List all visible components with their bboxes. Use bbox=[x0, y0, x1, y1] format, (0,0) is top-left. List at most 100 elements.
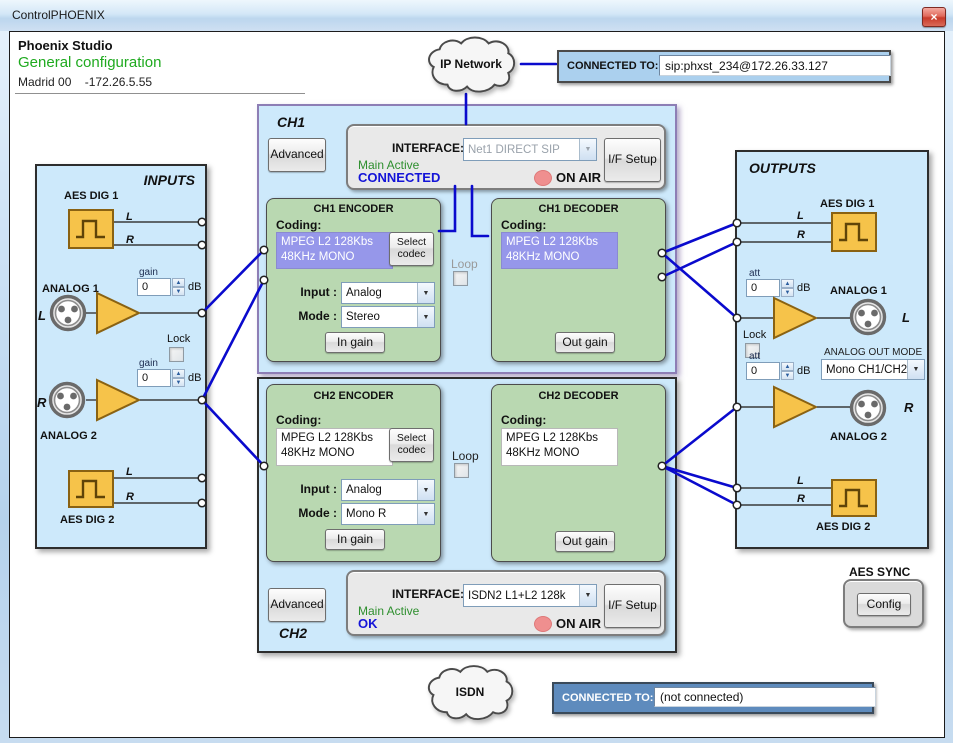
ch2-decoder-panel: CH2 DECODER Coding: MPEG L2 128Kbs 48KHz… bbox=[491, 384, 666, 562]
att2-arrows[interactable]: ▲▼ bbox=[781, 362, 794, 380]
title-bar: ControlPHOENIX × bbox=[0, 0, 953, 31]
ch2-advanced-button[interactable]: Advanced bbox=[268, 588, 326, 622]
ch2-section: CH2 ENCODER Coding: MPEG L2 128Kbs 48KHz… bbox=[257, 377, 677, 653]
gain1-arrows[interactable]: ▲▼ bbox=[172, 278, 185, 296]
ch2-interface-label: INTERFACE: bbox=[392, 587, 464, 601]
aes-dig-1-out-label: AES DIG 1 bbox=[820, 198, 875, 210]
codec-line2: 48KHz MONO bbox=[506, 446, 580, 459]
att1-stepper[interactable]: 0 ▲▼ dB bbox=[746, 279, 810, 297]
codec-line1: MPEG L2 128Kbs bbox=[281, 236, 374, 248]
ch1-mode-label: Mode : bbox=[298, 309, 337, 323]
aes-dig-1-in-label: AES DIG 1 bbox=[64, 190, 119, 202]
device-ip: -172.26.5.55 bbox=[84, 75, 153, 89]
lock-out-checkbox[interactable] bbox=[745, 343, 760, 358]
ch1-select-codec-button[interactable]: Select codec bbox=[389, 232, 434, 266]
ch1-in-gain-button[interactable]: In gain bbox=[325, 332, 385, 353]
aes2-r-label: R bbox=[126, 491, 134, 503]
ch2-decoder-title: CH2 DECODER bbox=[538, 390, 619, 402]
gain2-value[interactable]: 0 bbox=[137, 369, 171, 387]
app-name: Phoenix Studio bbox=[18, 38, 113, 53]
att1-arrows[interactable]: ▲▼ bbox=[781, 279, 794, 297]
att2-value[interactable]: 0 bbox=[746, 362, 780, 380]
outputs-title: OUTPUTS bbox=[749, 160, 816, 176]
aes-sync-label: AES SYNC bbox=[849, 565, 911, 579]
codec-line2: 48KHz MONO bbox=[281, 250, 355, 263]
close-button[interactable]: × bbox=[922, 7, 946, 27]
ch2-mode-select[interactable]: Mono R ▼ bbox=[341, 503, 435, 525]
ch1-dec-codec-box: MPEG L2 128Kbs 48KHz MONO bbox=[501, 232, 618, 269]
analog-2-in-label: ANALOG 2 bbox=[40, 430, 97, 442]
chevron-down-icon: ▼ bbox=[579, 585, 596, 606]
ch1-interface-value: Net1 DIRECT SIP bbox=[468, 143, 560, 156]
ch1-input-label: Input : bbox=[300, 285, 337, 299]
ch1-loop-checkbox[interactable] bbox=[453, 271, 468, 286]
isdn-connected-field[interactable]: (not connected) bbox=[654, 687, 876, 707]
gain1-db: dB bbox=[188, 281, 202, 293]
att1-value[interactable]: 0 bbox=[746, 279, 780, 297]
codec-line1: MPEG L2 128Kbs bbox=[281, 432, 374, 444]
ip-network-cloud-label: IP Network bbox=[440, 57, 502, 71]
ch1-mode-value: Stereo bbox=[346, 311, 380, 323]
ch2-loop-checkbox[interactable] bbox=[454, 463, 469, 478]
ch1-if-setup-button[interactable]: I/F Setup bbox=[604, 138, 661, 182]
ch2-mode-label: Mode : bbox=[298, 506, 337, 520]
att2-stepper[interactable]: 0 ▲▼ dB bbox=[746, 362, 810, 380]
gain1-stepper[interactable]: 0 ▲▼ dB bbox=[137, 278, 201, 296]
ch1-dec-coding-label: Coding: bbox=[501, 218, 547, 232]
analog-out-mode-select[interactable]: Mono CH1/CH2 ▼ bbox=[821, 359, 925, 380]
aes-digital-2-out-icon bbox=[831, 479, 877, 517]
ch2-encoder-panel: CH2 ENCODER Coding: MPEG L2 128Kbs 48KHz… bbox=[266, 384, 441, 562]
ch1-encoder-panel: CH1 ENCODER Coding: MPEG L2 128Kbs 48KHz… bbox=[266, 198, 441, 362]
ch1-mode-select[interactable]: Stereo ▼ bbox=[341, 306, 435, 328]
ch2-input-select[interactable]: Analog ▼ bbox=[341, 479, 435, 501]
inputs-title: INPUTS bbox=[143, 172, 195, 188]
ch2-out-gain-button[interactable]: Out gain bbox=[555, 531, 615, 552]
analog-1-in-label: ANALOG 1 bbox=[42, 283, 99, 295]
gain2-stepper[interactable]: 0 ▲▼ dB bbox=[137, 369, 201, 387]
device-name: Madrid 00 bbox=[18, 75, 72, 89]
ch1-interface-label: INTERFACE: bbox=[392, 141, 464, 155]
ch2-in-gain-button[interactable]: In gain bbox=[325, 529, 385, 550]
ch2-interface-select[interactable]: ISDN2 L1+L2 128k ▼ bbox=[463, 584, 597, 607]
ch1-section: CH1 Advanced INTERFACE: Net1 DIRECT SIP … bbox=[257, 104, 677, 374]
aes1-l-label: L bbox=[126, 211, 133, 223]
lock-out-label: Lock bbox=[743, 329, 767, 341]
ch1-out-gain-button[interactable]: Out gain bbox=[555, 332, 615, 353]
chevron-down-icon: ▼ bbox=[907, 360, 924, 379]
aes-digital-1-out-icon bbox=[831, 212, 877, 252]
lock1-checkbox[interactable] bbox=[169, 347, 184, 362]
ch2-encoder-title: CH2 ENCODER bbox=[313, 390, 394, 402]
aes-sync-config-button[interactable]: Config bbox=[857, 593, 911, 616]
out-aes1-l-label: L bbox=[797, 210, 804, 222]
analog2-r-label: R bbox=[37, 395, 47, 410]
gain2-arrows[interactable]: ▲▼ bbox=[172, 369, 185, 387]
codec-line1: MPEG L2 128Kbs bbox=[506, 432, 599, 444]
ch1-status: CONNECTED bbox=[358, 170, 441, 185]
ch1-input-select[interactable]: Analog ▼ bbox=[341, 282, 435, 304]
ch1-advanced-button[interactable]: Advanced bbox=[268, 138, 326, 172]
window-title: ControlPHOENIX bbox=[12, 8, 105, 22]
output-amp-1-icon bbox=[773, 296, 818, 340]
aes-digital-2-in-icon bbox=[68, 470, 114, 508]
cloud-icon bbox=[427, 665, 514, 720]
input-amp-1-icon bbox=[96, 291, 141, 335]
ip-connected-field[interactable]: sip:phxst_234@172.26.33.127 bbox=[659, 55, 891, 76]
codec-line2: 48KHz MONO bbox=[281, 446, 355, 459]
ip-connected-label: CONNECTED TO: bbox=[567, 60, 659, 72]
isdn-connected-label: CONNECTED TO: bbox=[562, 692, 654, 704]
ch2-if-setup-button[interactable]: I/F Setup bbox=[604, 584, 661, 628]
aes1-r-label: R bbox=[126, 234, 134, 246]
ch2-select-codec-button[interactable]: Select codec bbox=[389, 428, 434, 462]
ch2-input-label: Input : bbox=[300, 482, 337, 496]
ch1-on-air-label: ON AIR bbox=[556, 170, 602, 185]
ip-connected-bar: CONNECTED TO: sip:phxst_234@172.26.33.12… bbox=[557, 50, 891, 83]
gain2-label: gain bbox=[139, 358, 158, 369]
ch1-enc-codec-box: MPEG L2 128Kbs 48KHz MONO bbox=[276, 232, 393, 269]
gain1-value[interactable]: 0 bbox=[137, 278, 171, 296]
ch2-interface-panel: INTERFACE: ISDN2 L1+L2 128k ▼ I/F Setup … bbox=[346, 570, 666, 636]
ch2-enc-codec-box: MPEG L2 128Kbs 48KHz MONO bbox=[276, 428, 393, 466]
ch1-interface-select[interactable]: Net1 DIRECT SIP ▼ bbox=[463, 138, 597, 161]
out-aes1-r-label: R bbox=[797, 229, 805, 241]
ch1-on-air-indicator bbox=[534, 170, 552, 186]
